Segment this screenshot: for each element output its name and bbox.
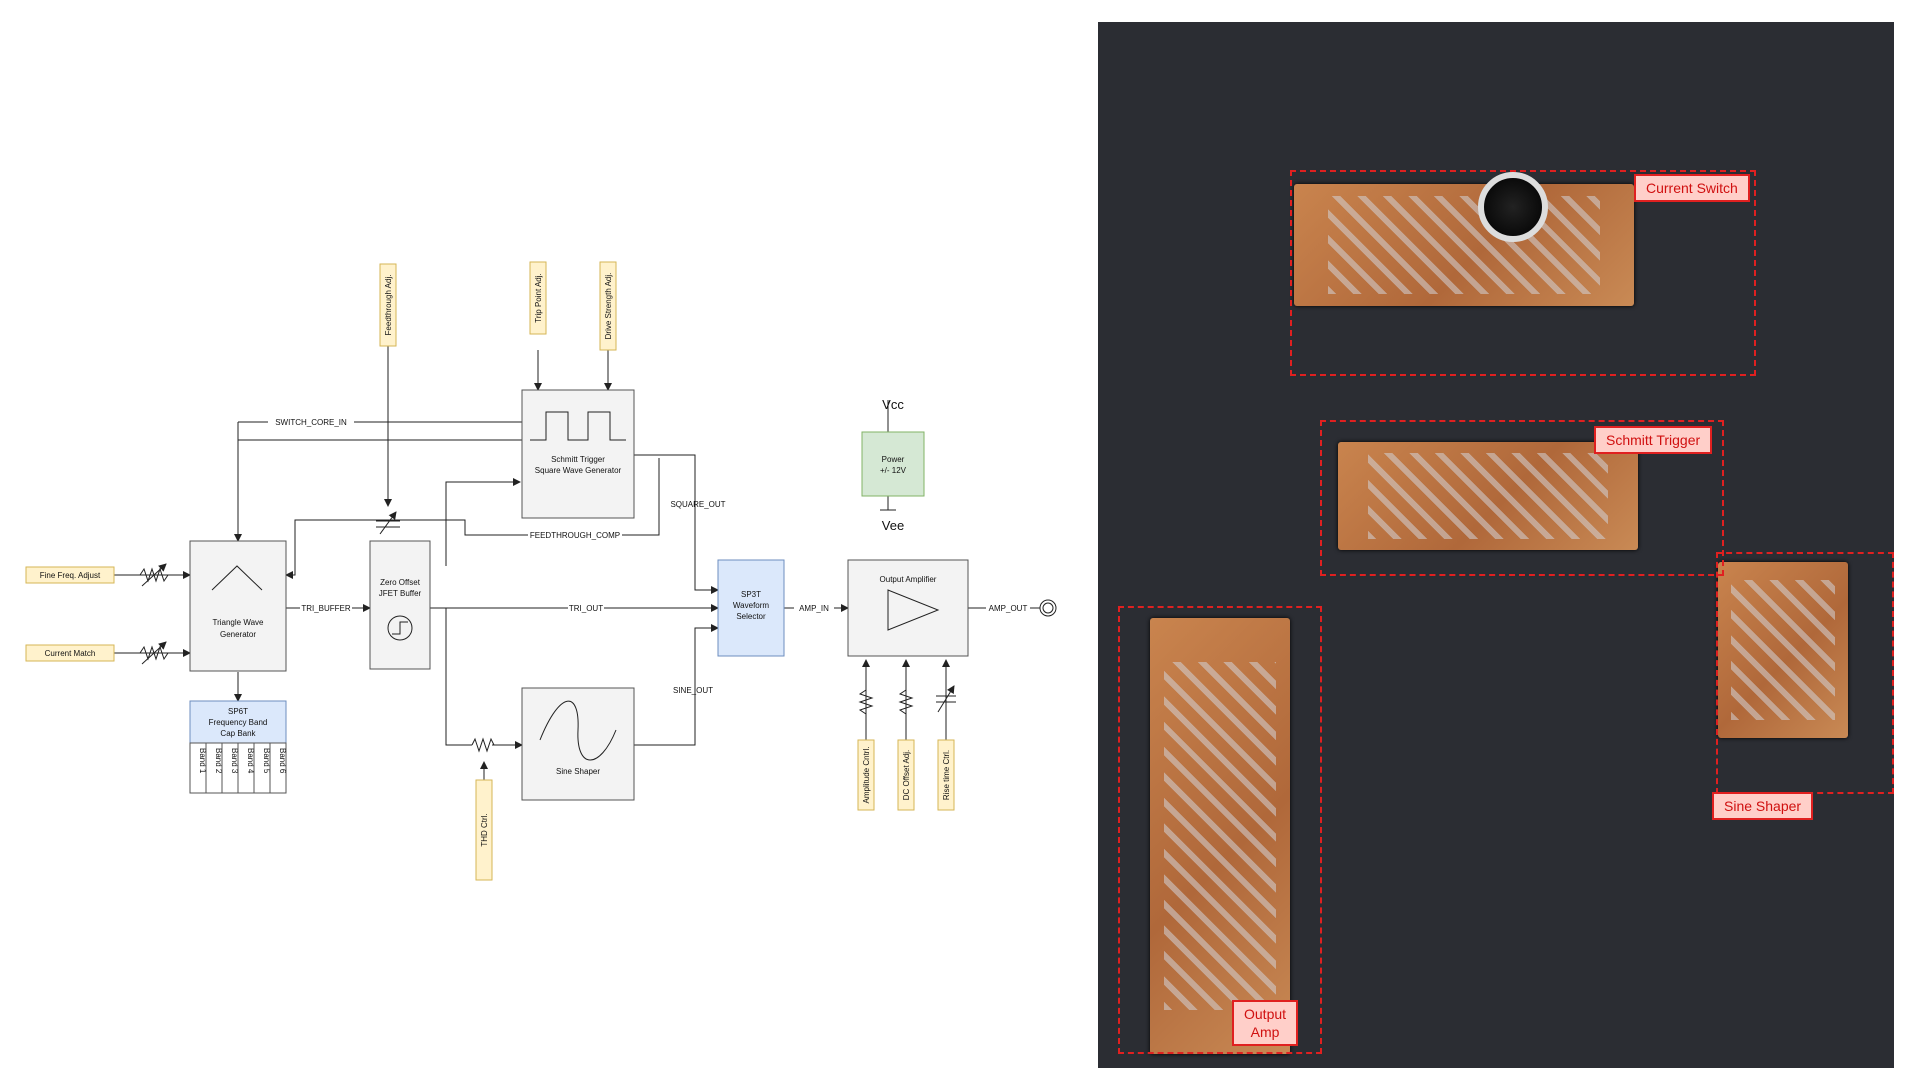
svg-text:AMP_OUT: AMP_OUT xyxy=(989,604,1028,613)
wires xyxy=(114,272,1040,800)
sine-shaper-block: Sine Shaper xyxy=(521,687,635,801)
svg-text:SP3T: SP3T xyxy=(741,590,761,599)
svg-text:Output Amplifier: Output Amplifier xyxy=(880,575,937,584)
svg-text:Frequency Band: Frequency Band xyxy=(209,718,268,727)
triangle-label-2: Generator xyxy=(220,630,256,639)
feedthrough-adj-control: Feedthrough Adj. xyxy=(379,263,397,347)
band-label: Band 3 xyxy=(230,748,239,774)
svg-text:Current Match: Current Match xyxy=(45,649,96,658)
svg-text:DC Offset Adj.: DC Offset Adj. xyxy=(902,750,911,801)
hardware-photo: Current Switch Schmitt Trigger Sine Shap… xyxy=(1098,22,1894,1068)
output-amp-board xyxy=(1150,618,1290,1054)
svg-text:TRI_BUFFER: TRI_BUFFER xyxy=(301,604,351,613)
schmitt-trigger-highlight xyxy=(1320,420,1724,576)
svg-text:SWITCH_CORE_IN: SWITCH_CORE_IN xyxy=(275,418,347,427)
potentiometers xyxy=(139,511,956,753)
power-block: Vcc Power +/- 12V Vee xyxy=(861,397,925,533)
svg-text:SP6T: SP6T xyxy=(228,707,248,716)
triangle-label-1: Triangle Wave xyxy=(213,618,265,627)
current-switch-board xyxy=(1294,184,1634,306)
band-label: Band 2 xyxy=(214,748,223,774)
svg-text:Vee: Vee xyxy=(882,518,904,533)
svg-text:Square Wave Generator: Square Wave Generator xyxy=(535,466,622,475)
current-match-control xyxy=(25,644,115,662)
svg-text:Sine Shaper: Sine Shaper xyxy=(556,767,600,776)
drive-strength-adj-control: Drive Strength Adj. xyxy=(599,261,617,351)
svg-text:Feedthrough Adj.: Feedthrough Adj. xyxy=(384,275,393,336)
band-label: Band 5 xyxy=(262,748,271,774)
band-cell xyxy=(269,742,287,794)
svg-text:Power: Power xyxy=(882,455,905,464)
svg-text:Fine Freq. Adjust: Fine Freq. Adjust xyxy=(40,571,101,580)
triangle-wave-generator-block: Triangle Wave Generator xyxy=(189,540,287,672)
svg-text:Schmitt Trigger: Schmitt Trigger xyxy=(551,455,605,464)
svg-text:FEEDTHROUGH_COMP: FEEDTHROUGH_COMP xyxy=(530,531,620,540)
schmitt-trigger-board xyxy=(1338,442,1638,550)
band-label: Band 4 xyxy=(246,748,255,774)
band-label: Band 1 xyxy=(198,748,207,774)
signal-labels: SWITCH_CORE_IN TRI_BUFFER FEEDTHROUGH_CO… xyxy=(268,417,1030,695)
svg-text:Selector: Selector xyxy=(736,612,766,621)
rise-time-ctrl-control: Rise time Ctrl. xyxy=(937,739,955,811)
schmitt-trigger-label: Schmitt Trigger xyxy=(1594,426,1713,454)
svg-text:Drive Strength Adj.: Drive Strength Adj. xyxy=(604,273,613,340)
output-amp-highlight xyxy=(1118,606,1322,1054)
amplitude-ctrl-control: Amplitude Cntrl. xyxy=(857,739,875,811)
output-connector-icon xyxy=(1039,599,1057,617)
output-amp-label: Output Amp xyxy=(1232,1000,1299,1046)
band-label: Band 6 xyxy=(278,748,287,774)
current-switch-label: Current Switch xyxy=(1634,174,1750,202)
output-amplifier-block: Output Amplifier xyxy=(847,559,969,657)
svg-text:Rise time Ctrl.: Rise time Ctrl. xyxy=(942,750,951,800)
sine-shaper-board xyxy=(1718,562,1848,738)
fine-freq-adjust-control xyxy=(25,566,115,584)
svg-text:Zero Offset: Zero Offset xyxy=(380,578,421,587)
svg-text:AMP_IN: AMP_IN xyxy=(799,604,829,613)
band-list: Band 1 Band 2 Band 3 Band 4 Band 5 Band 6 xyxy=(189,742,287,794)
dc-offset-adj-control: DC Offset Adj. xyxy=(897,739,915,811)
svg-text:Trip Point Adj.: Trip Point Adj. xyxy=(534,273,543,323)
schmitt-trigger-block: Schmitt Trigger Square Wave Generator xyxy=(521,389,635,519)
svg-text:Cap Bank: Cap Bank xyxy=(220,729,256,738)
svg-text:Amplitude Cntrl.: Amplitude Cntrl. xyxy=(862,747,871,804)
svg-text:Vcc: Vcc xyxy=(882,397,904,412)
sine-shaper-label: Sine Shaper xyxy=(1712,792,1814,820)
svg-text:THD Ctrl.: THD Ctrl. xyxy=(480,813,489,846)
waveform-selector-block: SP3T Waveform Selector xyxy=(717,559,785,657)
svg-text:SQUARE_OUT: SQUARE_OUT xyxy=(670,500,725,509)
svg-text:JFET Buffer: JFET Buffer xyxy=(379,589,422,598)
svg-text:Waveform: Waveform xyxy=(733,601,769,610)
jfet-buffer-block: Zero Offset JFET Buffer xyxy=(369,540,431,670)
current-switch-highlight xyxy=(1290,170,1756,376)
block-diagram: Triangle Wave Generator SP6T Frequency B… xyxy=(25,261,1057,881)
thd-ctrl-control: THD Ctrl. xyxy=(475,779,493,881)
svg-text:+/- 12V: +/- 12V xyxy=(880,466,907,475)
svg-text:SINE_OUT: SINE_OUT xyxy=(673,686,713,695)
sine-shaper-highlight xyxy=(1716,552,1894,794)
svg-text:TRI_OUT: TRI_OUT xyxy=(569,604,603,613)
trip-point-adj-control: Trip Point Adj. xyxy=(529,261,547,335)
rotary-switch-knob-icon xyxy=(1478,172,1548,242)
